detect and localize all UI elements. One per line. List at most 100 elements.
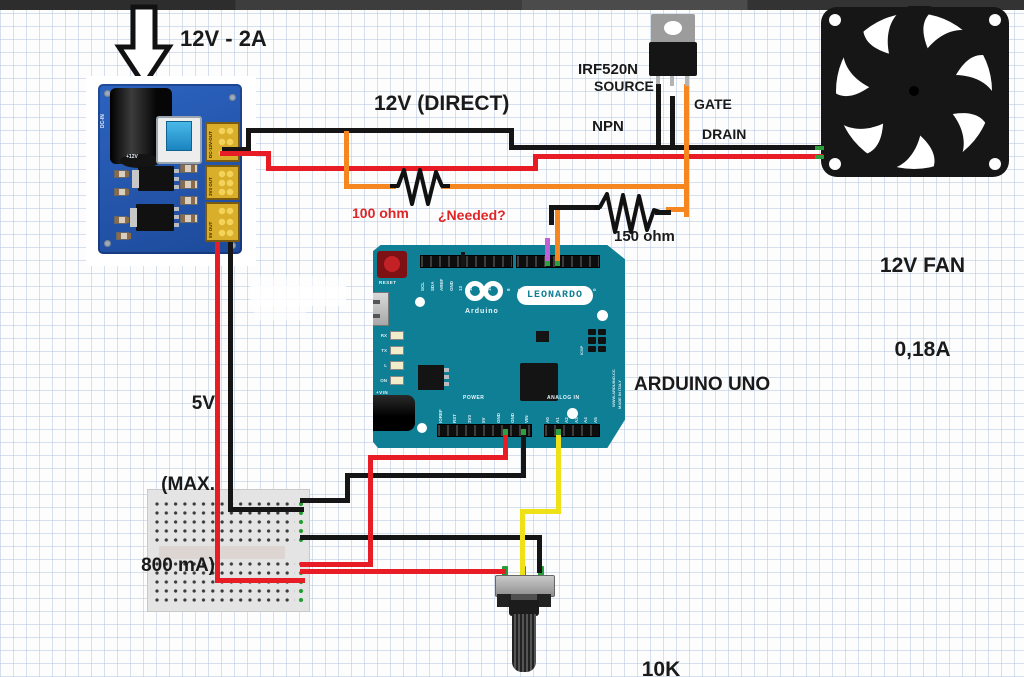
psu-12v-out-connector: DC-12V-OUT xyxy=(205,122,240,162)
gate-label: GATE xyxy=(694,96,732,112)
psu-regulator-1 xyxy=(132,166,179,191)
arduino-reset-button xyxy=(377,251,407,278)
wire-red-arduino-5v xyxy=(503,434,508,460)
wire-black-to-pot xyxy=(300,535,542,540)
wire-black xyxy=(509,128,514,150)
arduino-brand-text: Arduino xyxy=(465,308,499,315)
icsp-header xyxy=(586,327,608,354)
psu-3v3-out-connector: 3V3 OUT xyxy=(205,165,240,200)
wire-red xyxy=(220,151,270,156)
pin-joint xyxy=(545,261,550,266)
wire-black xyxy=(222,147,250,152)
wire-orange-gate-vertical xyxy=(684,84,689,217)
analog-header xyxy=(544,424,600,437)
erased-watermark xyxy=(254,304,306,320)
potentiometer-shaft xyxy=(512,614,536,672)
reset-label: RESET xyxy=(379,280,397,285)
mcu-chip xyxy=(520,363,558,401)
supply-5v-label: 5V (MAX. 800 mA) xyxy=(141,393,215,576)
wire-orange xyxy=(344,131,349,189)
analog-group-label: ANALOG IN xyxy=(547,395,580,401)
micro-usb-port xyxy=(373,292,389,326)
wire-black-psu-gnd xyxy=(228,242,233,512)
fan-label: 12V FAN 0,18A xyxy=(879,254,966,361)
wire-orange xyxy=(344,184,396,189)
wire-yellow-analog xyxy=(556,434,561,512)
wire-black xyxy=(552,205,600,210)
wire-black-12v-direct xyxy=(246,128,514,133)
wire-magenta xyxy=(545,238,550,265)
wire-orange xyxy=(666,207,688,212)
arduino-barrel-jack xyxy=(373,395,415,431)
psu-button xyxy=(156,116,202,164)
voltage-regulator xyxy=(418,365,449,390)
wire-black-source xyxy=(656,84,661,148)
wire-red xyxy=(266,151,271,171)
wire-black-drain xyxy=(670,96,675,148)
pin-joint xyxy=(503,429,508,435)
wire-yellow-analog xyxy=(520,509,561,514)
fan-wire-joint xyxy=(815,146,824,150)
psu-marking: +12V xyxy=(126,154,138,160)
fan-wire-joint xyxy=(815,155,824,159)
wire-black xyxy=(549,205,554,225)
icsp-label: ICSP xyxy=(579,345,584,355)
drain-label: DRAIN xyxy=(702,126,747,142)
erased-watermark xyxy=(250,286,346,306)
mosfet-drain-lead xyxy=(670,74,674,86)
wire-red-12v xyxy=(266,166,538,171)
psu-module: DC-IN +12V DC-12V-OUT 3V3 OUT 5V OUT xyxy=(98,84,242,254)
resistor-150-ohm xyxy=(594,192,660,234)
wire-black-gnd xyxy=(300,498,350,503)
down-arrow-icon xyxy=(114,4,174,90)
mosfet-body xyxy=(649,42,697,76)
psu-dc-in-label: DC-IN xyxy=(100,114,106,128)
pin-joint xyxy=(556,429,561,435)
wire-red-arduino-5v xyxy=(368,455,373,567)
wire-red-to-fan xyxy=(533,154,823,159)
small-chip xyxy=(536,331,549,342)
pin-joint xyxy=(521,429,526,435)
psu-5v-out-connector: 5V OUT xyxy=(205,202,240,242)
window-top-bar xyxy=(0,0,1024,10)
wire-black-gnd-stub xyxy=(461,252,465,267)
wire-red-psu-5v xyxy=(215,242,220,582)
arduino-caption: ARDUINO UNO xyxy=(634,374,771,395)
wire-black-drain-to-fan xyxy=(509,145,822,150)
erased-watermark xyxy=(252,276,344,288)
wire-red-arduino-5v xyxy=(300,562,372,567)
mosfet-mount-hole xyxy=(664,21,682,35)
made-in-text: WWW.ARDUINO.CC xyxy=(611,369,616,407)
wire-black-to-pot xyxy=(537,535,542,573)
wire-black-psu-gnd xyxy=(228,507,304,512)
potentiometer-neck xyxy=(509,600,539,616)
wire-red xyxy=(533,158,538,171)
wire-black xyxy=(655,210,671,215)
digital-header-left xyxy=(420,255,513,268)
vin-label: +VIN xyxy=(376,390,389,395)
resistor-100-label: 100 ohm xyxy=(352,205,409,221)
direct-12v-label: 12V (DIRECT) xyxy=(374,92,510,115)
made-in-text2: MADE IN ITALY xyxy=(617,380,622,409)
transistor-label: IRF520N NPN xyxy=(577,61,639,135)
supply-input-label: 12V - 2A xyxy=(180,26,267,51)
wire-black-gnd xyxy=(521,434,526,478)
arduino-model-badge: LEONARDO xyxy=(517,286,593,305)
resistor-150-label: 150 ohm xyxy=(614,228,675,245)
resistor-100-ohm xyxy=(390,168,450,206)
wire-red-arduino-5v xyxy=(368,455,508,460)
wire-yellow-analog xyxy=(520,509,525,575)
wire-orange-to-pwm-pin xyxy=(555,209,560,265)
power-group-label: POWER xyxy=(463,395,485,401)
pin-joint xyxy=(555,261,560,266)
wire-black xyxy=(246,128,251,152)
wire-red-psu-5v xyxy=(215,578,305,583)
source-label: SOURCE xyxy=(594,78,654,94)
wire-orange-gate xyxy=(441,184,689,189)
arduino-logo-icon xyxy=(465,281,511,307)
fan-image xyxy=(821,6,1009,177)
